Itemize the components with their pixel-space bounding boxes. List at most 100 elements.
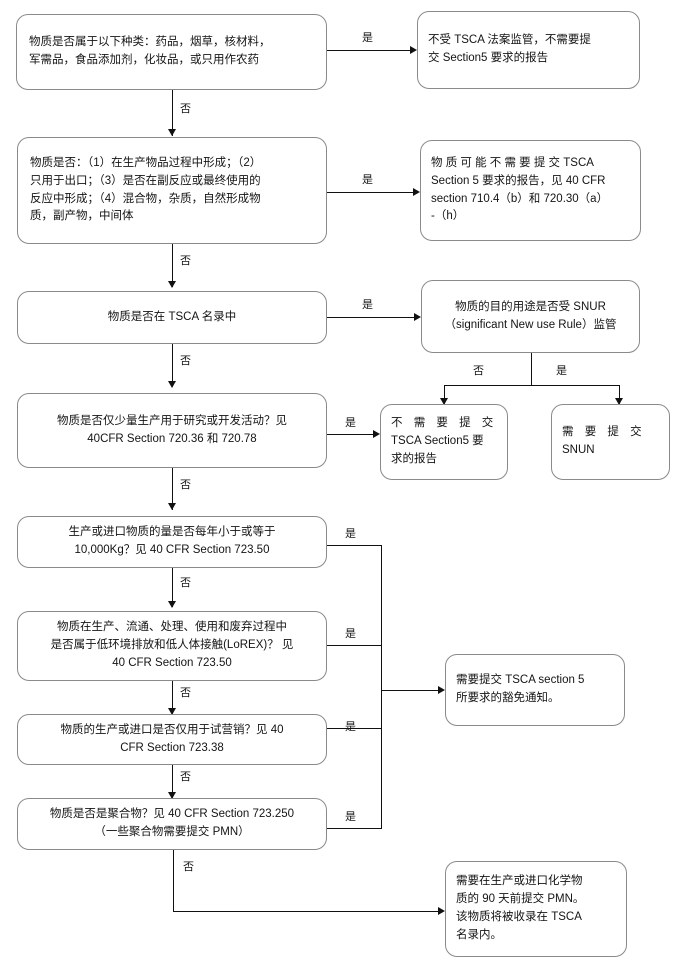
node-q4-rd-question[interactable]: 物质是否仅少量生产用于研究或开发活动？见 40CFR Section 720.3… <box>17 393 327 468</box>
node-q8-polymer-question[interactable]: 物质是否是聚合物？见 40 CFR Section 723.250 （一些聚合物… <box>17 798 327 850</box>
node-r-pmn-line-2: 质的 90 天前提交 PMN。 <box>456 893 585 906</box>
node-r2-line-3: section 710.4（b）和 720.30（a） <box>431 192 609 205</box>
node-q1-line-1: 物质是否属于以下种类：药品，烟草，核材料， <box>29 36 271 49</box>
edge-q8-no-label: 否 <box>183 861 194 873</box>
node-r-exemption-notice[interactable]: 需要提交 TSCA section 5 所要求的豁免通知。 <box>445 654 625 726</box>
node-q2-line-1: 物质是否：（1）在生产物品过程中形成；（2） <box>30 156 262 169</box>
edge-q5-no-arrow <box>167 601 176 608</box>
edge-q7-no-label: 否 <box>180 771 191 783</box>
node-q2-exclusion-question[interactable]: 物质是否：（1）在生产物品过程中形成；（2） 只用于出口；（3）是否在副反应或最… <box>17 137 327 244</box>
node-r1-line-2: 交 Section5 要求的报告 <box>428 52 549 64</box>
node-r1-line-1: 不受 TSCA 法案监管，不需要提 <box>428 34 591 47</box>
edge-q3-yes-arrow <box>414 312 421 321</box>
node-q2-line-4: 质，副产物，中间体 <box>30 210 134 223</box>
node-q1-line-2: 军需品，食品添加剂，化妆品，或只用作农药 <box>29 54 259 66</box>
edge-q6-no-label: 否 <box>180 687 191 699</box>
edge-q4-yes-arrow <box>373 429 380 438</box>
edge-q4-no-label: 否 <box>180 479 191 491</box>
node-q6-line-3: 40 CFR Section 723.50 <box>112 656 232 669</box>
node-r-pmn-required[interactable]: 需要在生产或进口化学物 质的 90 天前提交 PMN。 该物质将被收录在 TSC… <box>445 861 627 957</box>
node-q3-inventory-question[interactable]: 物质是否在 TSCA 名录中 <box>17 291 327 344</box>
edge-q3-no-label: 否 <box>180 355 191 367</box>
edge-q8-yes-label: 是 <box>345 811 356 823</box>
edge-q5-no-line <box>172 568 173 607</box>
edge-q3-yes-label: 是 <box>362 299 373 311</box>
edge-q6-no-line <box>172 681 173 714</box>
node-q2-line-3: 反应中形成；（4）混合物，杂质，自然形成物 <box>30 192 261 205</box>
edge-q1-no-arrow <box>167 129 176 136</box>
edge-q3-no-line <box>172 344 173 387</box>
edge-yes-bus-to-exempt <box>381 690 438 691</box>
node-q1-category-question[interactable]: 物质是否属于以下种类：药品，烟草，核材料， 军需品，食品添加剂，化妆品，或只用作… <box>16 14 327 90</box>
edge-q8-no-line <box>173 850 174 911</box>
node-q8-line-1: 物质是否是聚合物？见 40 CFR Section 723.250 <box>49 808 295 821</box>
node-r3a-line-1: 不 需 要 提 交 <box>391 417 498 430</box>
edge-q7-yes-line <box>327 728 382 729</box>
node-r3a-no-report-needed[interactable]: 不 需 要 提 交 TSCA Section5 要 求的报告 <box>380 404 508 480</box>
node-q5-volume-question[interactable]: 生产或进口物质的量是否每年小于或等于 10,000Kg？见 40 CFR Sec… <box>17 516 327 568</box>
node-q3r-line-2: （significant New use Rule）监管 <box>444 318 617 331</box>
node-q7-line-1: 物质的生产或进口是否仅用于试营销？见 40 <box>60 723 284 736</box>
edge-q5-yes-line <box>327 545 382 546</box>
node-q4-line-2: 40CFR Section 720.36 和 720.78 <box>87 432 257 445</box>
edge-snur-stem <box>531 353 532 385</box>
node-r3b-line-1: 需 要 提 交 <box>562 426 646 439</box>
node-q6-line-1: 物质在生产、流通、处理、使用和废弃过程中 <box>57 621 287 634</box>
node-r-pmn-line-1: 需要在生产或进口化学物 <box>456 875 583 888</box>
edge-snur-yes-arrow <box>614 398 623 405</box>
node-r-pmn-line-3: 该物质将被收录在 TSCA <box>456 911 582 923</box>
node-q2-line-2: 只用于出口；（3）是否在副反应或最终使用的 <box>30 174 261 187</box>
node-q6-lorex-question[interactable]: 物质在生产、流通、处理、使用和废弃过程中 是否属于低环境排放和低人体接触(LoR… <box>17 611 327 681</box>
edge-q6-yes-label: 是 <box>345 628 356 640</box>
edge-q5-no-label: 否 <box>180 577 191 589</box>
node-r3b-snun-required[interactable]: 需 要 提 交 SNUN <box>551 404 670 480</box>
node-q7-test-marketing-question[interactable]: 物质的生产或进口是否仅用于试营销？见 40 CFR Section 723.38 <box>17 714 327 765</box>
edge-q1-yes-arrow <box>410 45 417 54</box>
node-q3r-snur-question[interactable]: 物质的目的用途是否受 SNUR （significant New use Rul… <box>421 280 640 353</box>
edge-q3-no-arrow <box>167 381 176 388</box>
node-r1-not-regulated[interactable]: 不受 TSCA 法案监管，不需要提 交 Section5 要求的报告 <box>417 11 640 89</box>
edge-q5-yes-label: 是 <box>345 528 356 540</box>
node-q6-line-2: 是否属于低环境排放和低人体接触(LoREX)？ 见 <box>50 639 294 652</box>
edge-q3-yes-line <box>327 317 414 318</box>
edge-snur-bus <box>444 385 619 386</box>
edge-q4-no-arrow <box>167 503 176 510</box>
node-q5-line-2: 10,000Kg？见 40 CFR Section 723.50 <box>74 544 270 556</box>
node-q7-line-2: CFR Section 723.38 <box>120 741 224 754</box>
node-q3r-line-1: 物质的目的用途是否受 SNUR <box>455 300 606 313</box>
node-r-pmn-line-4: 名录内。 <box>456 928 502 941</box>
edge-q2-yes-line <box>327 192 413 193</box>
edge-q1-yes-line <box>327 50 410 51</box>
edge-snur-yes-drop <box>619 385 620 404</box>
edge-q4-yes-label: 是 <box>345 417 356 429</box>
edge-q2-yes-label: 是 <box>362 174 373 186</box>
edge-q8-no-arrow <box>438 906 445 915</box>
edge-q6-yes-line <box>327 645 382 646</box>
node-q5-line-1: 生产或进口物质的量是否每年小于或等于 <box>68 526 276 539</box>
edge-snur-no-drop <box>444 385 445 404</box>
node-r3b-line-2: SNUN <box>562 444 595 456</box>
edge-snur-no-arrow <box>439 398 448 405</box>
edge-q4-no-line <box>172 468 173 510</box>
edge-q6-no-arrow <box>167 708 176 715</box>
edge-q8-no-horizontal <box>173 911 438 912</box>
edge-q2-yes-arrow <box>413 187 420 196</box>
node-r2-line-2: Section 5 要求的报告，见 40 CFR <box>431 174 606 187</box>
edge-q7-yes-label: 是 <box>345 721 356 733</box>
node-r2-maybe-exempt[interactable]: 物 质 可 能 不 需 要 提 交 TSCA Section 5 要求的报告，见… <box>420 140 641 241</box>
node-r-exempt-line-1: 需要提交 TSCA section 5 <box>456 674 585 687</box>
edge-snur-yes-label: 是 <box>556 365 567 377</box>
edge-q4-yes-line <box>327 434 373 435</box>
edge-q8-yes-line <box>327 828 382 829</box>
node-q4-line-1: 物质是否仅少量生产用于研究或开发活动？见 <box>57 414 287 427</box>
edge-q2-no-arrow <box>167 281 176 288</box>
edge-q1-no-label: 否 <box>180 103 191 115</box>
node-q3-line-1: 物质是否在 TSCA 名录中 <box>107 310 237 323</box>
node-r-exempt-line-2: 所要求的豁免通知。 <box>456 692 560 704</box>
edge-q1-yes-label: 是 <box>362 32 373 44</box>
node-r2-line-4: -（h） <box>431 210 465 223</box>
edge-yes-bus-vertical <box>381 545 382 829</box>
node-q8-line-2: （一些聚合物需要提交 PMN） <box>94 826 250 838</box>
edge-q7-no-line <box>172 765 173 798</box>
node-r3a-line-3: 求的报告 <box>391 452 437 465</box>
